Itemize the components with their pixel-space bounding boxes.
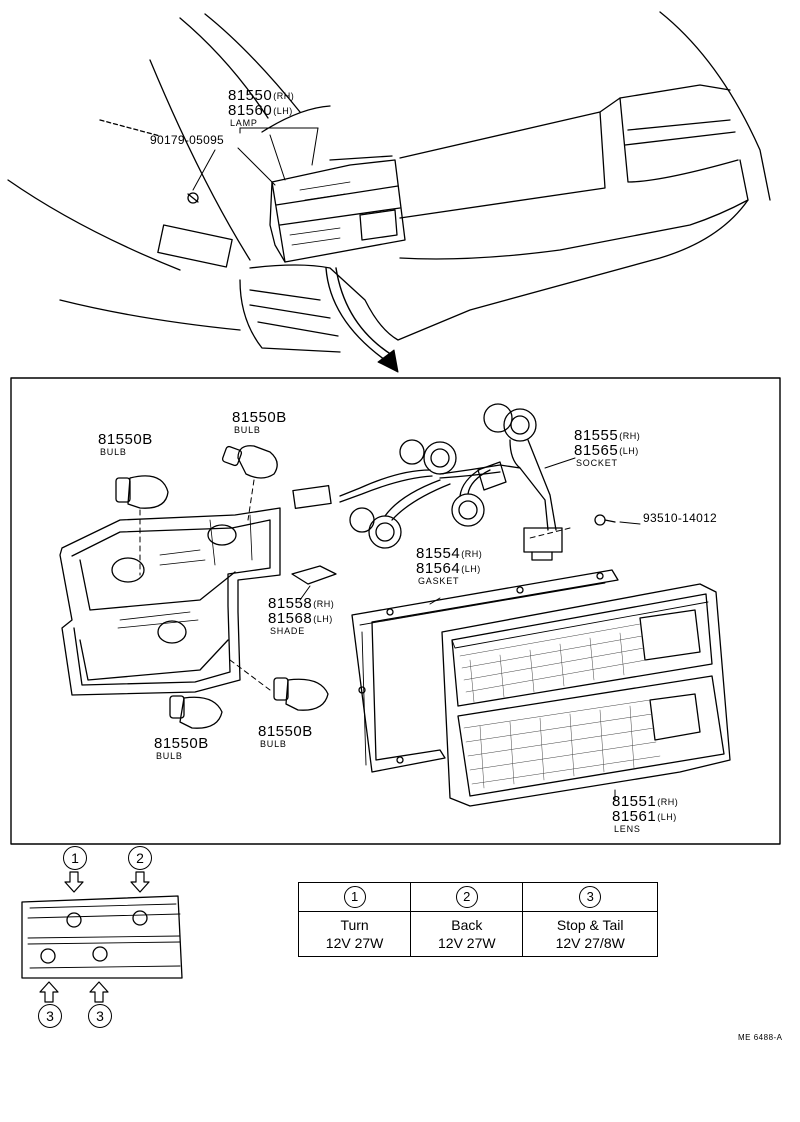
reference-code: ME 6488-A: [738, 1033, 783, 1042]
socket-part-number-lh: 81565(LH): [574, 442, 639, 459]
socket-part-number-rh: 81555(RH): [574, 427, 641, 444]
table-header-cell: 2: [410, 882, 524, 912]
screw-part-number: 90179-05095: [150, 133, 225, 147]
bulb-bottom-left-number: 81550B: [154, 735, 209, 752]
bulb-rating: 12V 27W: [325, 935, 384, 951]
lamp-face-diagram: [21, 895, 183, 979]
table-header-row: 1 2 3: [297, 882, 658, 912]
bulb-function: Back: [451, 917, 483, 933]
exploded-view-frame: [10, 377, 781, 845]
bulb-top-left-number: 81550B: [98, 431, 153, 448]
bulb-function: Stop & Tail: [556, 917, 624, 933]
lamp-part-number-lh: 81560(LH): [228, 102, 293, 119]
table-header-cell: 3: [522, 882, 658, 912]
position-marker-3-left: 3: [38, 1004, 62, 1028]
shade-part-number-rh: 81558(RH): [268, 595, 335, 612]
gasket-caption: GASKET: [418, 576, 460, 586]
lamp-caption: LAMP: [230, 118, 258, 128]
position-marker-1: 1: [63, 846, 87, 870]
socket-caption: SOCKET: [576, 458, 618, 468]
shade-part: [291, 565, 337, 585]
bulb-top-center-number: 81550B: [232, 409, 287, 426]
bulb-function: Turn: [340, 917, 369, 933]
table-cell: Stop & Tail 12V 27/8W: [522, 911, 658, 957]
table-header-number: 1: [343, 886, 366, 908]
lamp-part-number-rh: 81550(RH): [228, 87, 295, 104]
lens-part-number-rh: 81551(RH): [612, 793, 679, 810]
bulb-top-center: [221, 445, 278, 521]
shade-caption: SHADE: [270, 626, 306, 636]
bulb-bottom-center-number: 81550B: [258, 723, 313, 740]
socket-wiring-harness: [292, 403, 563, 561]
small-screw: [529, 514, 641, 539]
label-leaders: [299, 457, 576, 605]
position-arrows: [39, 871, 150, 1003]
gasket-part-number-lh: 81564(LH): [416, 560, 481, 577]
bulb-rating: 12V 27W: [438, 935, 496, 951]
bulb-function-table: 1 2 3 Turn 12V 27W Back 12V 27W Stop & Tai…: [297, 882, 658, 957]
bulb-top-left: [115, 475, 169, 576]
bulb-top-center-caption: BULB: [234, 425, 261, 435]
tail-lamp-on-car: [187, 159, 406, 263]
bulb-rating: 12V 27/8W: [555, 935, 625, 951]
shade-part-number-lh: 81568(LH): [268, 610, 333, 627]
bulb-bottom-center-caption: BULB: [260, 739, 287, 749]
top-leader-lines: [192, 127, 399, 373]
car-rear-body: [7, 11, 771, 353]
gasket-part-number-rh: 81554(RH): [416, 545, 483, 562]
table-cell: Turn 12V 27W: [297, 911, 412, 957]
table-row: Turn 12V 27W Back 12V 27W Stop & Tail 12V 2…: [297, 911, 658, 957]
table-cell: Back 12V 27W: [410, 911, 524, 957]
table-header-number: 2: [455, 886, 478, 908]
bulb-bottom-left: [169, 695, 223, 729]
bulb-bottom-center: [229, 659, 329, 711]
position-marker-2: 2: [128, 846, 152, 870]
lamp-housing: [59, 507, 281, 696]
lens-part: [441, 583, 731, 807]
lens-part-number-lh: 81561(LH): [612, 808, 677, 825]
table-header-cell: 1: [297, 882, 412, 912]
bulb-bottom-left-caption: BULB: [156, 751, 183, 761]
lens-caption: LENS: [614, 824, 641, 834]
position-marker-3-right: 3: [88, 1004, 112, 1028]
small-screw-part-number: 93510-14012: [643, 511, 718, 525]
gasket-part: [351, 569, 619, 773]
bulb-top-left-caption: BULB: [100, 447, 127, 457]
table-header-number: 3: [579, 886, 602, 908]
